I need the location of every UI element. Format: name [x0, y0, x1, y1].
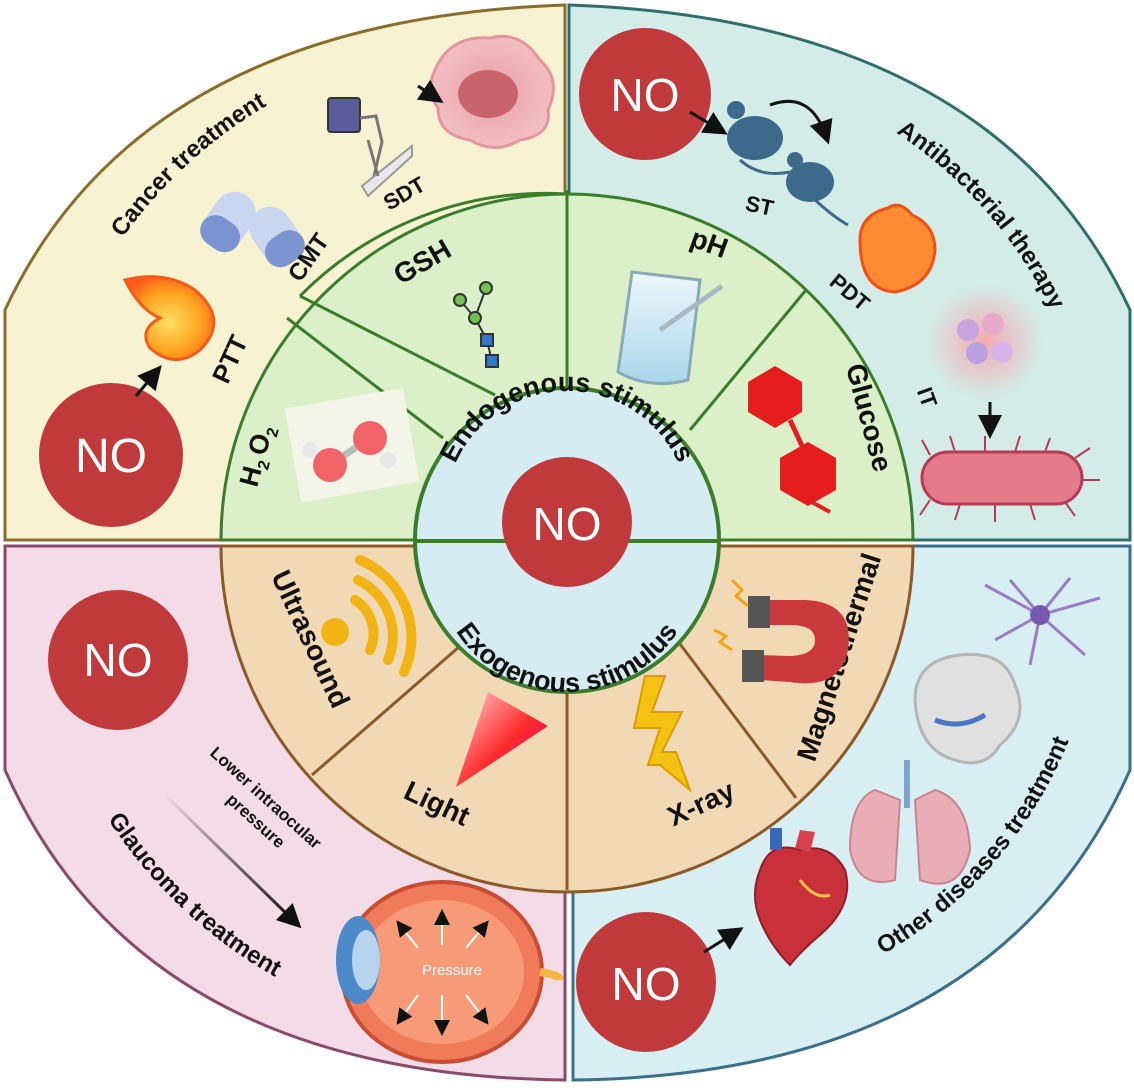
cancer-no-arrow	[134, 365, 162, 397]
capsule-icon	[200, 191, 305, 268]
glucose-molecule-icon	[748, 366, 836, 514]
neuron-icon	[984, 577, 1101, 666]
ultrasound-waves-icon	[321, 555, 417, 677]
light-beam-icon	[456, 692, 548, 787]
heart-icon	[754, 828, 849, 967]
beaker-icon	[616, 270, 724, 386]
antibacterial-no-circle	[579, 28, 711, 160]
fire-icon	[122, 275, 216, 361]
h2o2-molecule-icon	[284, 387, 420, 503]
antibacterial-no-arrow	[689, 110, 728, 135]
exogenous-dividers	[311, 638, 798, 890]
glaucoma-no-circle	[48, 590, 188, 730]
magnet-icon	[713, 578, 849, 684]
other-no-label: NO	[612, 958, 681, 1010]
mouse-icon	[727, 101, 849, 227]
st-label: ST	[743, 191, 776, 221]
cancer-no-label: NO	[75, 430, 147, 483]
pdt-flame-icon	[858, 203, 937, 294]
sdt-arrow	[416, 79, 444, 103]
center-no-label: NO	[533, 498, 602, 550]
lungs-icon	[848, 760, 972, 885]
other-no-arrow	[703, 927, 744, 954]
ultrasound-device-icon	[327, 97, 413, 198]
antibacterial-no-label: NO	[611, 69, 680, 121]
it-cells-icon	[927, 284, 1043, 400]
glaucoma-arrow	[163, 793, 302, 929]
glaucoma-no-label: NO	[84, 634, 153, 686]
center-no-circle	[502, 457, 632, 587]
cancer-cell-icon	[429, 34, 555, 149]
xray-bolt-icon	[632, 675, 693, 794]
gsh-molecule-icon	[453, 281, 499, 368]
other-no-circle	[576, 912, 716, 1052]
cancer-no-circle	[39, 383, 183, 527]
eye-pressure-label: Pressure	[422, 962, 482, 979]
mouse-curve-arrow	[769, 99, 833, 145]
bacterium-icon	[919, 435, 1100, 522]
eye-icon	[336, 880, 564, 1064]
brain-icon	[913, 652, 1022, 765]
endogenous-inner-arc	[298, 191, 568, 298]
endogenous-dividers	[286, 190, 808, 440]
